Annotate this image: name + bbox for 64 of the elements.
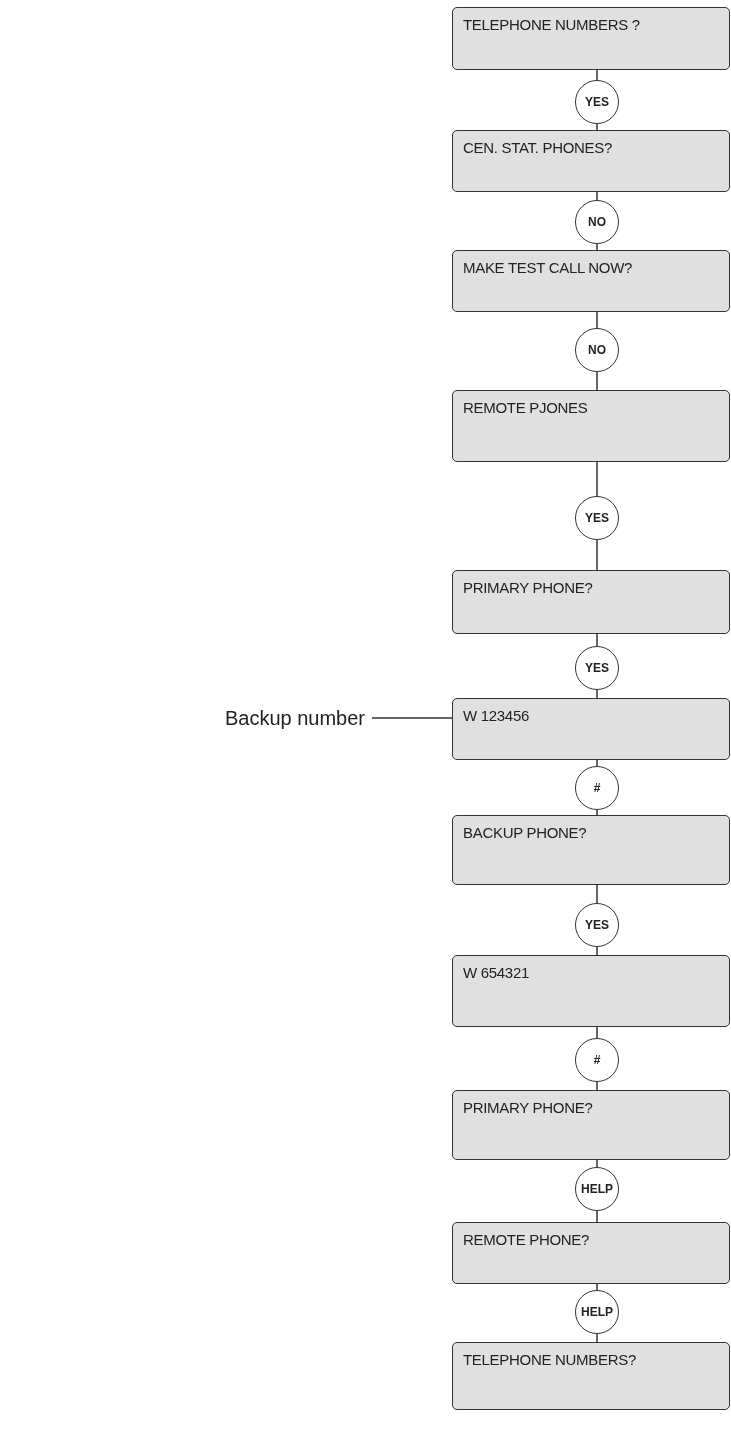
answer-circle	[575, 1167, 619, 1211]
connector-line	[596, 371, 598, 391]
annotation-text: Backup number	[160, 706, 365, 730]
answer-label: #	[593, 781, 601, 795]
display-text: W 123456	[463, 707, 529, 724]
connector-line	[596, 243, 598, 251]
answer-label: NO	[588, 215, 606, 229]
display-text: BACKUP PHONE?	[463, 824, 587, 841]
display-screen-box	[452, 955, 730, 1027]
display-screen-box	[452, 7, 730, 70]
answer-label: #	[593, 1053, 601, 1067]
connector-line	[596, 759, 598, 767]
answer-label: YES	[585, 661, 609, 675]
display-screen-box	[452, 570, 730, 634]
connector-line	[596, 1081, 598, 1091]
answer-label: NO	[588, 343, 606, 357]
answer-circle	[575, 1038, 619, 1082]
display-text: MAKE TEST CALL NOW?	[463, 259, 633, 276]
display-screen-box	[452, 1342, 730, 1410]
display-text: W 654321	[463, 964, 529, 981]
connector-line	[596, 1159, 598, 1168]
display-text: REMOTE PJONES	[463, 399, 588, 416]
display-text: PRIMARY PHONE?	[463, 1099, 593, 1116]
display-text: REMOTE PHONE?	[463, 1231, 590, 1248]
answer-label: YES	[585, 918, 609, 932]
display-screen-box	[452, 250, 730, 312]
display-screen-box	[452, 130, 730, 192]
answer-circle	[575, 80, 619, 124]
display-text: TELEPHONE NUMBERS?	[463, 1351, 636, 1368]
answer-circle	[575, 328, 619, 372]
display-text: CEN. STAT. PHONES?	[463, 139, 613, 156]
connector-line	[596, 689, 598, 699]
display-screen-box	[452, 815, 730, 885]
connector-line	[596, 191, 598, 201]
answer-circle	[575, 200, 619, 244]
connector-line	[596, 69, 598, 81]
answer-label: YES	[585, 95, 609, 109]
answer-circle	[575, 1290, 619, 1334]
display-text: TELEPHONE NUMBERS ?	[463, 16, 640, 33]
connector-line	[596, 633, 598, 647]
connector-line	[596, 123, 598, 131]
answer-label: YES	[585, 511, 609, 525]
answer-circle	[575, 646, 619, 690]
connector-line	[596, 311, 598, 329]
connector-line	[596, 461, 598, 497]
display-screen-box	[452, 1090, 730, 1160]
connector-line	[596, 1283, 598, 1291]
answer-circle	[575, 496, 619, 540]
display-screen-box	[452, 698, 730, 760]
connector-line	[596, 1210, 598, 1223]
answer-label: HELP	[581, 1182, 613, 1196]
connector-line	[596, 539, 598, 571]
connector-line	[596, 884, 598, 904]
connector-line	[596, 809, 598, 816]
display-screen-box	[452, 390, 730, 462]
answer-circle	[575, 903, 619, 947]
answer-label: HELP	[581, 1305, 613, 1319]
connector-line	[596, 1333, 598, 1343]
display-text: PRIMARY PHONE?	[463, 579, 593, 596]
display-screen-box	[452, 1222, 730, 1284]
connector-line	[596, 1026, 598, 1039]
leader-line	[371, 717, 453, 719]
connector-line	[596, 946, 598, 956]
answer-circle	[575, 766, 619, 810]
